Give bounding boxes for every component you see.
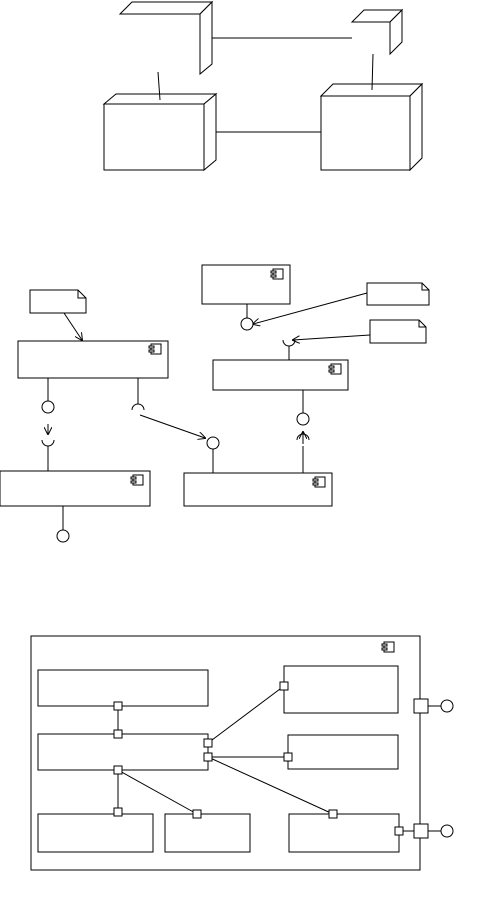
note-2[interactable]	[366, 282, 430, 306]
part-5[interactable]	[37, 813, 154, 853]
port[interactable]	[203, 738, 213, 748]
required-interface[interactable]	[282, 339, 296, 347]
port[interactable]	[279, 681, 289, 691]
port[interactable]	[113, 765, 123, 775]
node-top-right[interactable]	[350, 8, 404, 56]
port[interactable]	[203, 752, 213, 762]
part-6[interactable]	[164, 813, 251, 853]
port[interactable]	[113, 701, 123, 711]
deployment-diagram	[102, 0, 424, 172]
part-7[interactable]	[288, 813, 400, 853]
composite-structure-diagram	[30, 635, 454, 871]
node-top-left[interactable]	[118, 0, 214, 76]
note-1-anchor	[63, 312, 82, 340]
external-port[interactable]	[413, 698, 429, 714]
port[interactable]	[283, 752, 293, 762]
note-anchor-left	[157, 71, 161, 101]
note-3[interactable]	[369, 319, 427, 344]
component-a[interactable]	[201, 264, 291, 305]
component-icon	[148, 343, 162, 355]
provided-interface[interactable]	[206, 436, 220, 450]
component-b[interactable]	[17, 340, 169, 379]
port[interactable]	[394, 826, 404, 836]
component-icon	[381, 641, 395, 653]
part-4[interactable]	[287, 734, 399, 770]
part-2[interactable]	[283, 665, 399, 714]
port[interactable]	[113, 729, 123, 739]
component-c[interactable]	[212, 359, 349, 391]
external-port[interactable]	[413, 823, 429, 839]
port[interactable]	[113, 807, 123, 817]
part-3[interactable]	[37, 733, 209, 771]
provided-interface[interactable]	[440, 699, 454, 713]
node-right[interactable]	[319, 82, 424, 172]
required-interface[interactable]	[41, 439, 55, 447]
provided-interface[interactable]	[56, 529, 70, 543]
node-left[interactable]	[102, 92, 218, 172]
part-1[interactable]	[37, 669, 209, 707]
provided-interface[interactable]	[296, 412, 310, 426]
component-d[interactable]	[0, 470, 151, 507]
component-icon	[328, 363, 342, 375]
component-icon	[312, 476, 326, 488]
component-icon	[130, 474, 144, 486]
note-1[interactable]	[29, 289, 87, 314]
component-diagram	[0, 264, 430, 543]
provided-interface[interactable]	[240, 317, 254, 331]
port[interactable]	[328, 809, 338, 819]
note-2-anchor	[253, 292, 368, 324]
port[interactable]	[192, 809, 202, 819]
note-anchor-right	[371, 53, 374, 91]
provided-interface[interactable]	[440, 824, 454, 838]
provided-interface[interactable]	[41, 400, 55, 414]
note-3-anchor	[293, 334, 371, 340]
component-e[interactable]	[183, 472, 333, 507]
required-interface[interactable]	[131, 403, 145, 411]
dependency-arrow	[139, 414, 205, 438]
component-icon	[270, 268, 284, 280]
